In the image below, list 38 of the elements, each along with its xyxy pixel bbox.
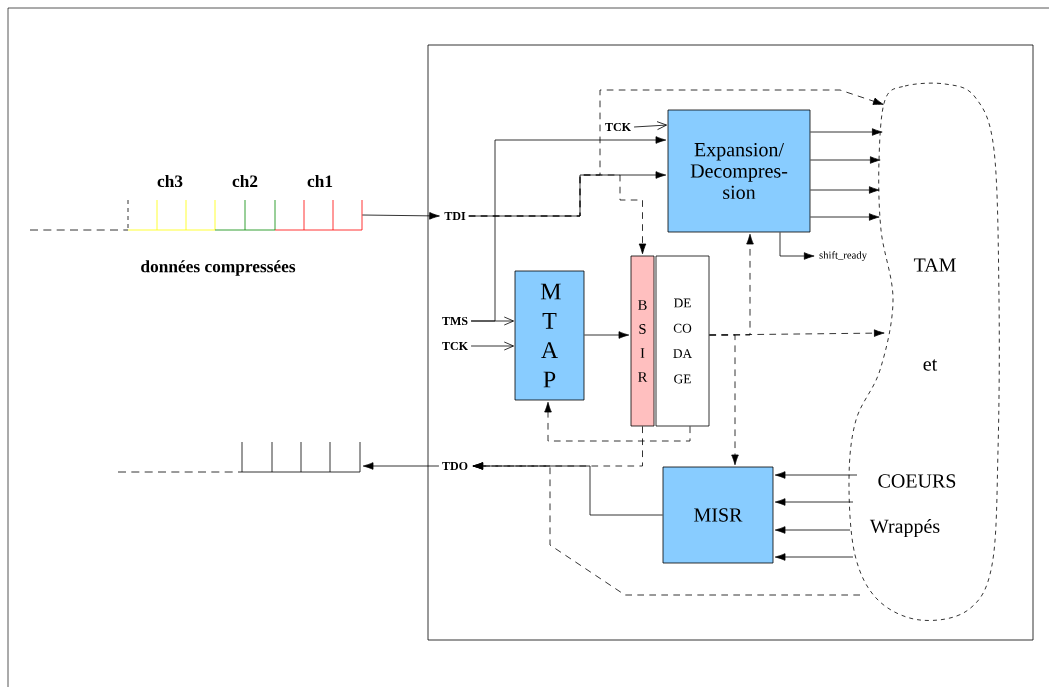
cloud-label: et xyxy=(923,359,938,371)
arrow xyxy=(470,341,514,351)
arrow xyxy=(472,462,861,596)
chip-box xyxy=(427,44,1034,641)
arrow xyxy=(362,462,440,470)
arrow xyxy=(470,316,514,326)
arrow xyxy=(810,156,881,164)
process-box: Expansion/ Decompres- sion xyxy=(667,109,811,233)
arrow xyxy=(774,471,858,479)
arrow xyxy=(362,212,440,220)
arrow xyxy=(709,334,739,466)
signal-label: TMS xyxy=(442,317,468,326)
cloud-label: Wrappés xyxy=(869,518,940,538)
arrow xyxy=(468,174,647,255)
signal-label: TCK xyxy=(605,122,631,132)
arrow xyxy=(633,121,667,130)
process-box: M T A P xyxy=(514,270,585,401)
shift-register-drawing xyxy=(29,199,363,231)
cloud-label: TAM xyxy=(913,258,956,272)
arrow xyxy=(810,213,880,221)
decoder-box: DE CO DA GE xyxy=(655,255,710,427)
arrow xyxy=(774,553,854,561)
cloud-label: COEURS xyxy=(878,474,956,488)
arrow xyxy=(584,331,630,339)
arrow xyxy=(544,401,691,442)
arrow xyxy=(774,526,851,534)
arrow xyxy=(774,498,854,506)
arrow xyxy=(810,186,880,194)
arrow xyxy=(810,128,883,136)
caption-text: données compressées xyxy=(141,260,296,276)
arrow xyxy=(779,232,815,260)
signal-label: TDO xyxy=(442,462,468,471)
signal-label: TDI xyxy=(444,212,466,220)
signal-label: shift_ready xyxy=(819,251,867,261)
process-box: MISR xyxy=(662,466,774,564)
signal-label: TCK xyxy=(442,341,468,351)
register-bar: B S I R xyxy=(630,255,655,427)
shift-register-drawing xyxy=(117,441,361,473)
